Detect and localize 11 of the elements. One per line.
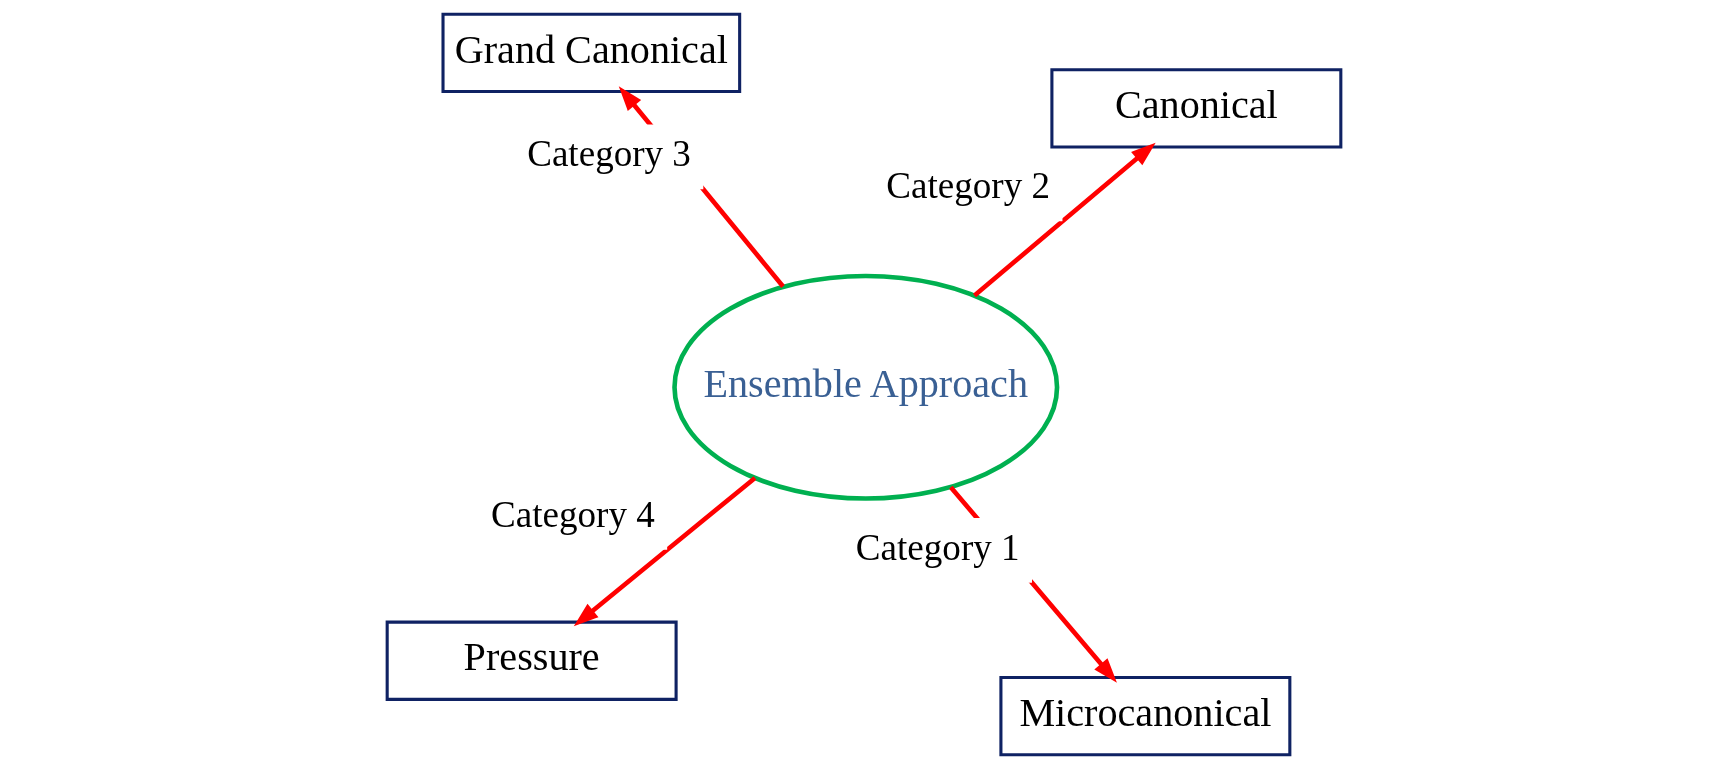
node-box: Canonical [1049, 68, 1342, 149]
node-box: Grand Canonical [440, 12, 741, 93]
node-ellipse: Ensemble Approach [671, 273, 1059, 501]
edge-label: Category 4 [490, 493, 655, 535]
arrow [972, 142, 1156, 298]
edge-label: Category 2 [885, 165, 1050, 207]
edge-label: Category 3 [526, 133, 691, 175]
edge-label: Category 1 [855, 526, 1020, 568]
node-box: Microcanonical [998, 676, 1291, 757]
arrow [573, 476, 756, 627]
node-box: Pressure [385, 620, 678, 701]
